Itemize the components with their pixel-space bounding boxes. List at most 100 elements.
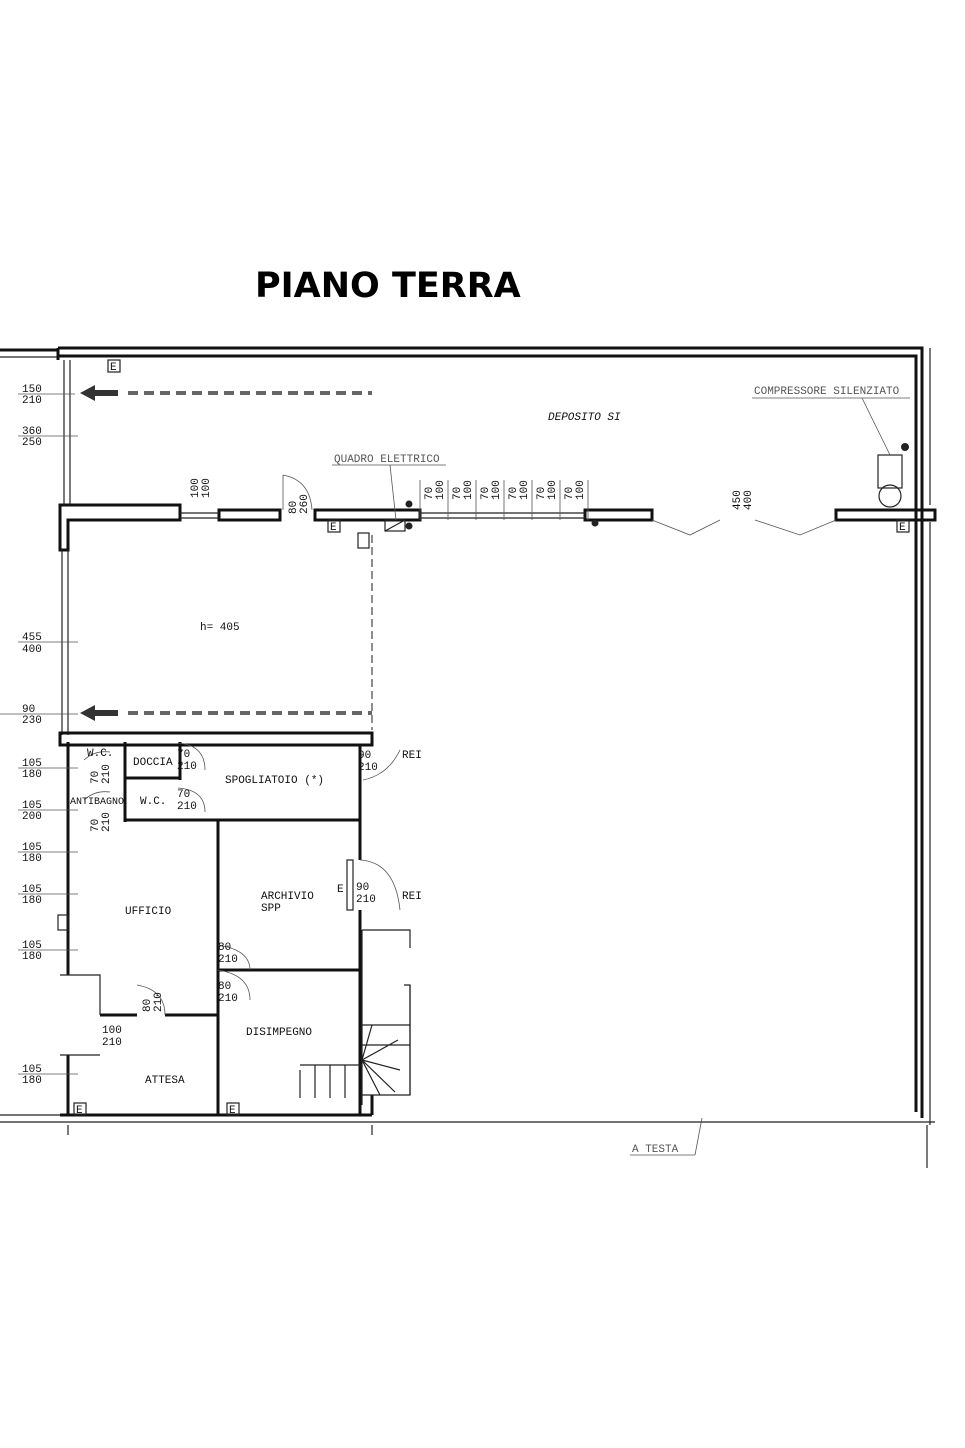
plan-line <box>384 519 406 532</box>
room-labels: DEPOSITO SI h= 405 W.C. DOCCIA SPOGLIATO… <box>70 412 621 1087</box>
room-spogliatoio: SPOGLIATOIO (*) <box>225 775 324 787</box>
plan-line <box>226 1102 240 1116</box>
plan-text: 210 <box>177 801 197 813</box>
plan-line <box>80 705 118 721</box>
plan-text: E <box>76 1105 83 1117</box>
plan-line <box>58 731 374 747</box>
plan-text: 70 <box>536 487 548 500</box>
plan-line <box>61 360 71 735</box>
plan-text: E <box>899 522 906 534</box>
plan-text: 150 <box>22 384 42 396</box>
plan-line <box>177 742 206 813</box>
plan-line <box>591 519 599 527</box>
plan-line <box>384 519 406 532</box>
plan-line <box>80 385 118 401</box>
plan-text: E <box>229 1105 236 1117</box>
rei-label: REI <box>402 891 422 903</box>
plan-text: 80 <box>218 981 231 993</box>
plan-text: 200 <box>22 811 42 823</box>
plan-line <box>57 914 69 931</box>
plan-text: 210 <box>177 761 197 773</box>
plan-line <box>282 474 313 511</box>
plan-line <box>389 397 891 521</box>
plan-text: 100 <box>491 480 503 500</box>
plan-line <box>877 454 903 489</box>
plan-line <box>405 522 413 530</box>
plan-text: 260 <box>299 494 311 514</box>
plan-text: 105 <box>22 940 42 952</box>
plan-text: 105 <box>22 800 42 812</box>
plan-line <box>357 532 370 549</box>
plan-text: 70 <box>480 487 492 500</box>
plan-text: 90 <box>358 750 371 762</box>
equipment <box>384 397 909 532</box>
a-testa-label: A TESTA <box>632 1144 679 1156</box>
plan-line <box>0 974 935 1135</box>
plan-text: 230 <box>22 715 42 727</box>
room-wc: W.C. <box>87 748 113 760</box>
plan-text: 100 <box>463 480 475 500</box>
room-wc-2: W.C. <box>140 796 166 808</box>
plan-text: 210 <box>22 395 42 407</box>
plan-line <box>56 348 182 552</box>
plan-line <box>694 1117 703 1156</box>
plan-text: 70 <box>508 487 520 500</box>
plan-line <box>651 519 837 536</box>
plan-line <box>419 480 589 520</box>
page-title: PIANO TERRA <box>255 266 521 306</box>
ceiling-height: h= 405 <box>200 622 240 634</box>
plan-text: 105 <box>22 1064 42 1076</box>
plan-text: 455 <box>22 632 42 644</box>
plan-text: 90 <box>22 704 35 716</box>
plan-text: 70 <box>90 819 102 832</box>
plan-line <box>405 500 413 508</box>
plan-text: 100 <box>102 1025 122 1037</box>
plan-text: 210 <box>218 993 238 1005</box>
plan-text: 180 <box>22 895 42 907</box>
plan-text: 105 <box>22 758 42 770</box>
plan-text: E <box>337 884 344 896</box>
room-ufficio: UFFICIO <box>125 906 172 918</box>
plan-line <box>107 359 121 373</box>
plan-text: 180 <box>22 951 42 963</box>
plan-text: 70 <box>177 749 190 761</box>
plan-line <box>404 984 411 1095</box>
plan-line <box>299 929 411 1105</box>
plan-text: 100 <box>435 480 447 500</box>
room-archivio-spp: SPP <box>261 903 281 915</box>
plan-line <box>346 859 354 911</box>
plan-text: 100 <box>519 480 531 500</box>
plan-text: 90 <box>356 882 369 894</box>
annotations: QUADRO ELETTRICO COMPRESSORE SILENZIATO … <box>332 386 910 1156</box>
room-attesa: ATTESA <box>145 1075 185 1087</box>
quadro-elettrico-label: QUADRO ELETTRICO <box>334 454 440 466</box>
plan-text: 105 <box>22 842 42 854</box>
plan-text: 70 <box>177 789 190 801</box>
plan-text: 80 <box>142 999 154 1012</box>
plan-text: 210 <box>101 812 113 832</box>
plan-text: 70 <box>452 487 464 500</box>
plan-text: 180 <box>22 853 42 865</box>
compressore-label: COMPRESSORE SILENZIATO <box>754 386 900 398</box>
plan-text: 70 <box>424 487 436 500</box>
door-swings <box>83 474 401 1016</box>
escape-route-arrows <box>80 385 372 721</box>
plan-line <box>896 519 910 533</box>
